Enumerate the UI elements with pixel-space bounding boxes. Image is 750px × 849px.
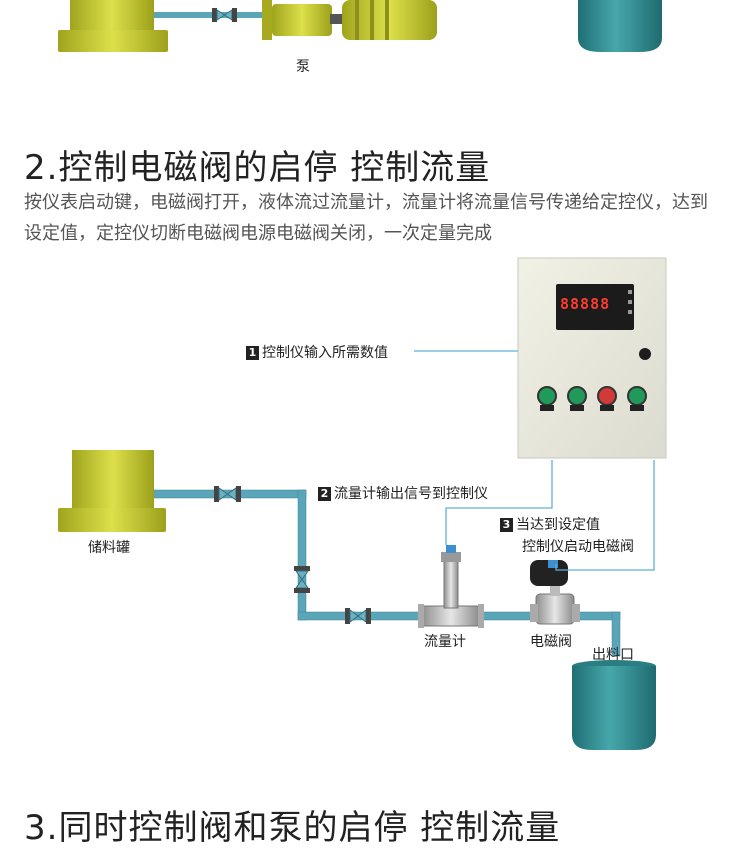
pump-icon (262, 0, 437, 40)
annotation-3-text: 当达到设定值 (516, 517, 600, 533)
pump-label: 泵 (296, 59, 310, 75)
controller-buttons (537, 386, 647, 411)
storage-tank-label: 储料罐 (88, 540, 130, 556)
annotation-2-number: 2 (318, 487, 331, 501)
controller-display-digits: 88888 (560, 295, 611, 313)
top-pipe (154, 12, 269, 18)
annotation-1-number: 1 (246, 346, 259, 360)
annotation-3-number: 3 (500, 518, 513, 532)
signal-wires (414, 350, 655, 571)
top-valve (212, 8, 237, 22)
manual-valve-1 (214, 486, 241, 502)
section2-heading: 2.控制电磁阀的启停 控制流量 (24, 148, 491, 188)
solenoid-valve-icon (530, 560, 580, 625)
receiver-tank (572, 660, 656, 750)
annotation-3-text2: 控制仪启动电磁阀 (522, 539, 634, 555)
controller-indicator-light (639, 348, 651, 360)
outlet-label: 出料口 (592, 647, 634, 663)
annotation-1-text: 控制仪输入所需数值 (262, 345, 388, 361)
annotation-2-text: 流量计输出信号到控制仪 (334, 486, 488, 502)
solenoid-valve-label: 电磁阀 (530, 634, 572, 650)
manual-valve-3 (345, 608, 371, 624)
section3-heading: 3.同时控制阀和泵的启停 控制流量 (24, 808, 561, 848)
top-storage-tank (58, 0, 168, 52)
flowmeter-label: 流量计 (424, 634, 466, 650)
manual-valve-2 (294, 566, 310, 593)
storage-tank (58, 450, 166, 532)
controller-box (517, 257, 667, 459)
flowmeter-icon (418, 545, 484, 628)
section2-description: 按仪表启动键，电磁阀打开，液体流过流量计，流量计将流量信号传递给定控仪，达到设定… (24, 192, 708, 244)
process-diagram (58, 0, 667, 750)
top-receiver-tank (578, 0, 662, 52)
controller-display (556, 284, 634, 330)
